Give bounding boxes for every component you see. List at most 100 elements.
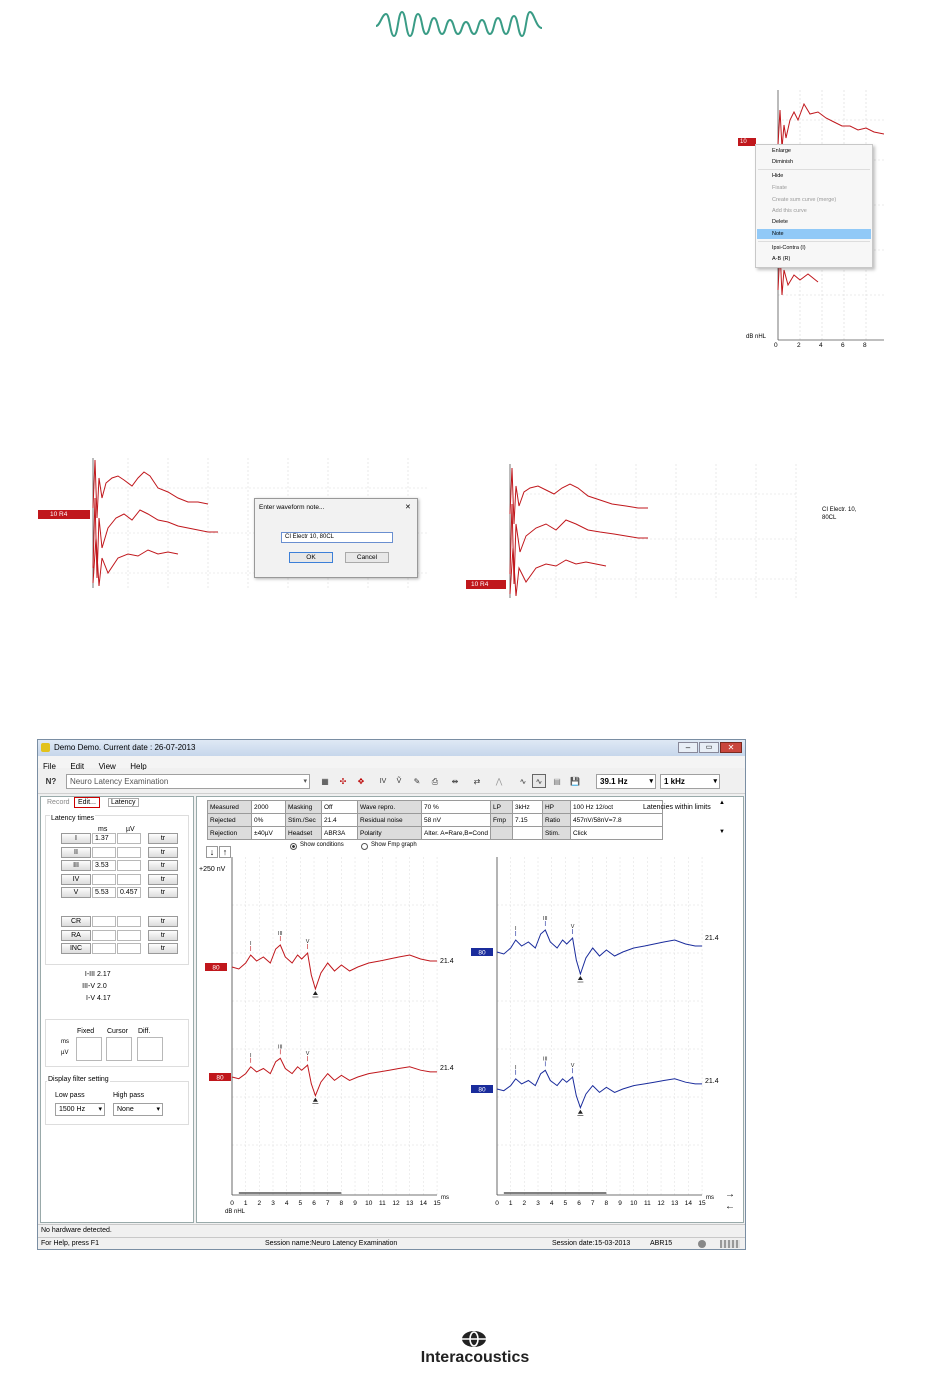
wave-iv-uv[interactable] bbox=[117, 873, 141, 885]
fig2-level-tag[interactable]: 10 R4 bbox=[38, 510, 90, 519]
wave-iii-button[interactable]: III bbox=[61, 860, 91, 872]
wave-iv-ms[interactable] bbox=[92, 873, 116, 885]
menu-help[interactable]: Help bbox=[130, 762, 147, 771]
close-button[interactable]: ✕ bbox=[720, 742, 742, 753]
ra-uv[interactable] bbox=[117, 929, 141, 941]
note-input[interactable]: CI Electr 10, 80CL bbox=[281, 532, 393, 543]
menu-item-note[interactable]: Note bbox=[757, 229, 871, 239]
wave-iii-ms[interactable]: 3.53 bbox=[92, 860, 116, 872]
x-tick-label: 7 bbox=[591, 1200, 595, 1207]
cr-uv[interactable] bbox=[117, 916, 141, 927]
session-name: Session name:Neuro Latency Examination bbox=[265, 1240, 398, 1247]
fig3-level-tag[interactable]: 10 R4 bbox=[466, 580, 506, 589]
menu-item-enlarge[interactable]: Enlarge bbox=[772, 148, 791, 154]
menu-file[interactable]: File bbox=[43, 762, 56, 771]
wave-iv-tr-button[interactable]: tr bbox=[148, 873, 178, 885]
cr-button[interactable]: CR bbox=[61, 916, 91, 927]
menu-item-delete[interactable]: Delete bbox=[772, 219, 788, 225]
edit-report-icon[interactable]: ✎ bbox=[413, 777, 421, 786]
menu-bar: File Edit View Help bbox=[38, 756, 745, 771]
grid-icon[interactable]: ▦ bbox=[321, 777, 329, 786]
wave-iii-tr-button[interactable]: tr bbox=[148, 860, 178, 872]
ra-ms[interactable] bbox=[92, 929, 116, 941]
cr-tr-button[interactable]: tr bbox=[148, 916, 178, 927]
ok-button[interactable]: OK bbox=[289, 552, 333, 563]
latency-times-title: Latency times bbox=[50, 815, 96, 822]
mark-peak-down-icon[interactable]: Ṽ bbox=[396, 778, 402, 785]
tab-latency[interactable]: Latency bbox=[108, 798, 139, 807]
sum-icon[interactable]: ⋀ bbox=[495, 777, 503, 786]
wave-v-uv[interactable]: 0.457 bbox=[117, 887, 141, 899]
menu-item-diminish[interactable]: Diminish bbox=[772, 159, 794, 165]
wave-i-button[interactable]: I bbox=[61, 833, 91, 844]
wave-iii-uv[interactable] bbox=[117, 860, 141, 872]
arrows-out-icon[interactable]: ✥ bbox=[357, 777, 365, 786]
rate-select[interactable]: 39.1 Hz▾ bbox=[596, 774, 656, 789]
wave-i-ms[interactable]: 1.37 bbox=[92, 833, 116, 844]
dialog-close-icon[interactable]: ✕ bbox=[405, 504, 411, 511]
wave-ii-button[interactable]: II bbox=[61, 846, 91, 858]
print-icon[interactable]: ⎙ bbox=[431, 777, 439, 786]
wave-i-tr-button[interactable]: tr bbox=[148, 833, 178, 844]
wave-i-uv[interactable] bbox=[117, 833, 141, 844]
tab-edit[interactable]: Edit... bbox=[74, 797, 100, 808]
merge-icon[interactable]: ⇄ bbox=[473, 777, 481, 786]
freq-value: 1 kHz bbox=[664, 777, 685, 786]
maximize-button[interactable]: ▭ bbox=[699, 742, 719, 753]
scale-up-button[interactable]: ↑ bbox=[219, 846, 231, 858]
info-scroll-up-icon[interactable]: ▲ bbox=[719, 800, 725, 806]
latency-group: Latency times ms µV bbox=[45, 815, 189, 965]
cr-ms[interactable] bbox=[92, 916, 116, 927]
menu-item-ipsi-contra[interactable]: Ipsi-Contra (I) bbox=[772, 245, 806, 251]
split-icon[interactable]: ⇹ bbox=[451, 777, 459, 786]
waveform-trace bbox=[231, 944, 438, 991]
tab-record[interactable]: Record bbox=[47, 799, 70, 806]
ra-tr-button[interactable]: tr bbox=[148, 929, 178, 941]
wave-icon[interactable]: ∿ bbox=[519, 777, 527, 786]
fig1-level-tag[interactable]: 10 bbox=[738, 138, 756, 146]
waveform-trace bbox=[231, 1057, 438, 1098]
low-pass-select[interactable]: 1500 Hz▾ bbox=[55, 1103, 105, 1116]
wave-ii-ms[interactable] bbox=[92, 846, 116, 858]
inc-ms[interactable] bbox=[92, 943, 116, 955]
save-icon[interactable]: 💾 bbox=[570, 777, 580, 786]
menu-view[interactable]: View bbox=[98, 762, 116, 771]
wave-ii-uv[interactable] bbox=[117, 846, 141, 858]
freq-select[interactable]: 1 kHz▾ bbox=[660, 774, 720, 789]
menu-item-hide[interactable]: Hide bbox=[772, 173, 784, 179]
mark-peak-icon[interactable]: IV bbox=[379, 778, 387, 785]
app-icon bbox=[41, 743, 50, 752]
context-help-icon[interactable]: N? bbox=[45, 777, 57, 786]
ra-button[interactable]: RA bbox=[61, 929, 91, 941]
info-scroll-down-icon[interactable]: ▼ bbox=[719, 829, 725, 835]
high-pass-select[interactable]: None▾ bbox=[113, 1103, 163, 1116]
protocol-select[interactable]: Neuro Latency Examination▾ bbox=[66, 774, 310, 789]
cursor-row-label: µV bbox=[61, 1050, 69, 1056]
wave-iv-button[interactable]: IV bbox=[61, 873, 91, 885]
wave-ii-tr-button[interactable]: tr bbox=[148, 846, 178, 858]
menu-item-create-sum-curve[interactable]: Create sum curve (merge) bbox=[772, 197, 837, 203]
radio-show-conditions[interactable] bbox=[290, 843, 297, 850]
info-value: Click bbox=[569, 826, 663, 840]
menu-item-a-b[interactable]: A-B (R) bbox=[772, 256, 791, 262]
info-key: Stim./Sec bbox=[285, 813, 322, 827]
menu-edit[interactable]: Edit bbox=[70, 762, 85, 771]
info-key: Polarity bbox=[357, 826, 422, 840]
radio-show-fmp[interactable] bbox=[361, 843, 368, 850]
minimize-button[interactable]: – bbox=[678, 742, 698, 753]
arrows-in-icon[interactable]: ✣ bbox=[339, 777, 347, 786]
wave-boxed-icon[interactable]: ∿ bbox=[532, 774, 546, 788]
inc-button[interactable]: INC bbox=[61, 943, 91, 955]
cancel-button[interactable]: Cancel bbox=[345, 552, 389, 563]
menu-item-fixate[interactable]: Fixate bbox=[772, 185, 787, 191]
wave-v-tr-button[interactable]: tr bbox=[148, 887, 178, 899]
inc-tr-button[interactable]: tr bbox=[148, 943, 178, 955]
cursor-group bbox=[45, 1019, 189, 1067]
report-icon[interactable]: ▤ bbox=[553, 777, 561, 786]
x-tick-label: 4 bbox=[285, 1200, 289, 1207]
scale-down-button[interactable]: ↓ bbox=[206, 846, 218, 858]
menu-item-add-curve[interactable]: Add this curve bbox=[772, 208, 807, 214]
wave-v-button[interactable]: V bbox=[61, 887, 91, 899]
wave-v-ms[interactable]: 5.53 bbox=[92, 887, 116, 899]
inc-uv[interactable] bbox=[117, 943, 141, 955]
